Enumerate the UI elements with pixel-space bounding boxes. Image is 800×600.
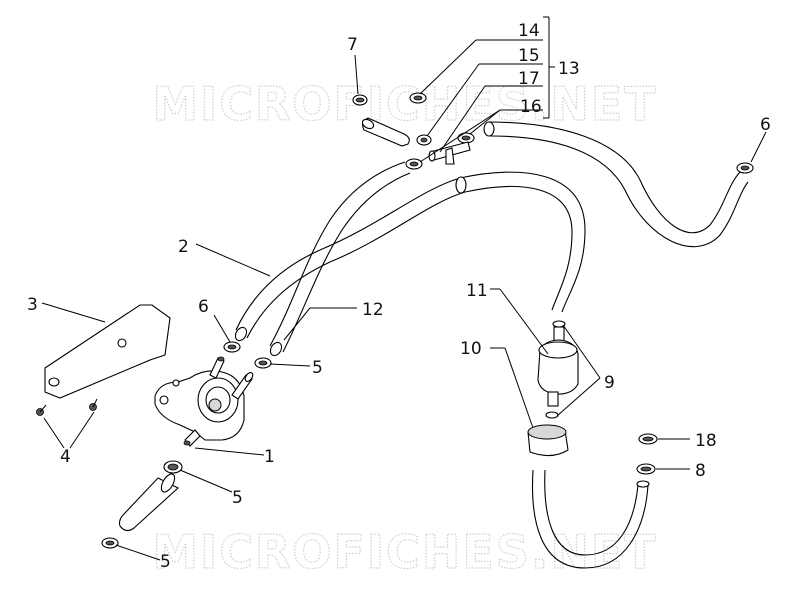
callout-15: 15 <box>518 46 540 66</box>
callout-12: 12 <box>362 300 384 320</box>
clamp-6-left <box>223 341 241 353</box>
callout-17: 17 <box>518 69 540 89</box>
clamp-18 <box>638 433 658 445</box>
tee-connector-17 <box>428 141 471 165</box>
callout-9: 9 <box>604 373 615 393</box>
callout-18: 18 <box>695 431 717 451</box>
callout-3: 3 <box>27 295 38 315</box>
callout-13: 13 <box>558 59 580 79</box>
clamp-16 <box>457 132 475 144</box>
hose-top-right <box>483 121 749 247</box>
clamp-8 <box>636 463 656 475</box>
watermark-top: MICROFICHES.NET <box>152 77 657 131</box>
clamp-14 <box>409 92 427 104</box>
clamp-6-right <box>736 162 754 174</box>
hose-bottom-u <box>531 469 650 569</box>
callout-14: 14 <box>518 21 540 41</box>
clamp-5-mid <box>254 357 272 369</box>
clamp-lower-tee <box>405 158 423 170</box>
hose-2 <box>234 171 586 342</box>
callout-1: 1 <box>264 447 275 467</box>
fuel-pump-1 <box>154 356 254 447</box>
fuel-filter-11 <box>537 320 579 419</box>
clamp-5-bottom <box>101 537 119 549</box>
clamp-7 <box>352 94 368 106</box>
callout-6-left: 6 <box>198 297 209 317</box>
callout-16: 16 <box>520 97 542 117</box>
callout-5-bottom: 5 <box>160 552 171 572</box>
filter-holder-10 <box>527 424 569 457</box>
callout-11: 11 <box>466 281 488 301</box>
screws-4 <box>36 398 98 416</box>
callout-5-mid: 5 <box>312 358 323 378</box>
callout-2: 2 <box>178 237 189 257</box>
callout-4: 4 <box>60 447 71 467</box>
callout-6-right: 6 <box>760 115 771 135</box>
clamp-15 <box>416 134 432 146</box>
hose-short-7 <box>361 117 410 147</box>
callout-8: 8 <box>695 461 706 481</box>
hose-12 <box>269 161 411 357</box>
callout-7: 7 <box>347 35 358 55</box>
leader-lines <box>41 16 767 561</box>
callout-10: 10 <box>460 339 482 359</box>
hose-short-bottom-left <box>118 473 179 532</box>
clamp-5-lower <box>163 460 183 474</box>
callout-5-lower: 5 <box>232 488 243 508</box>
bracket-3 <box>44 304 171 399</box>
watermark-bottom: MICROFICHES.NET <box>152 525 657 579</box>
